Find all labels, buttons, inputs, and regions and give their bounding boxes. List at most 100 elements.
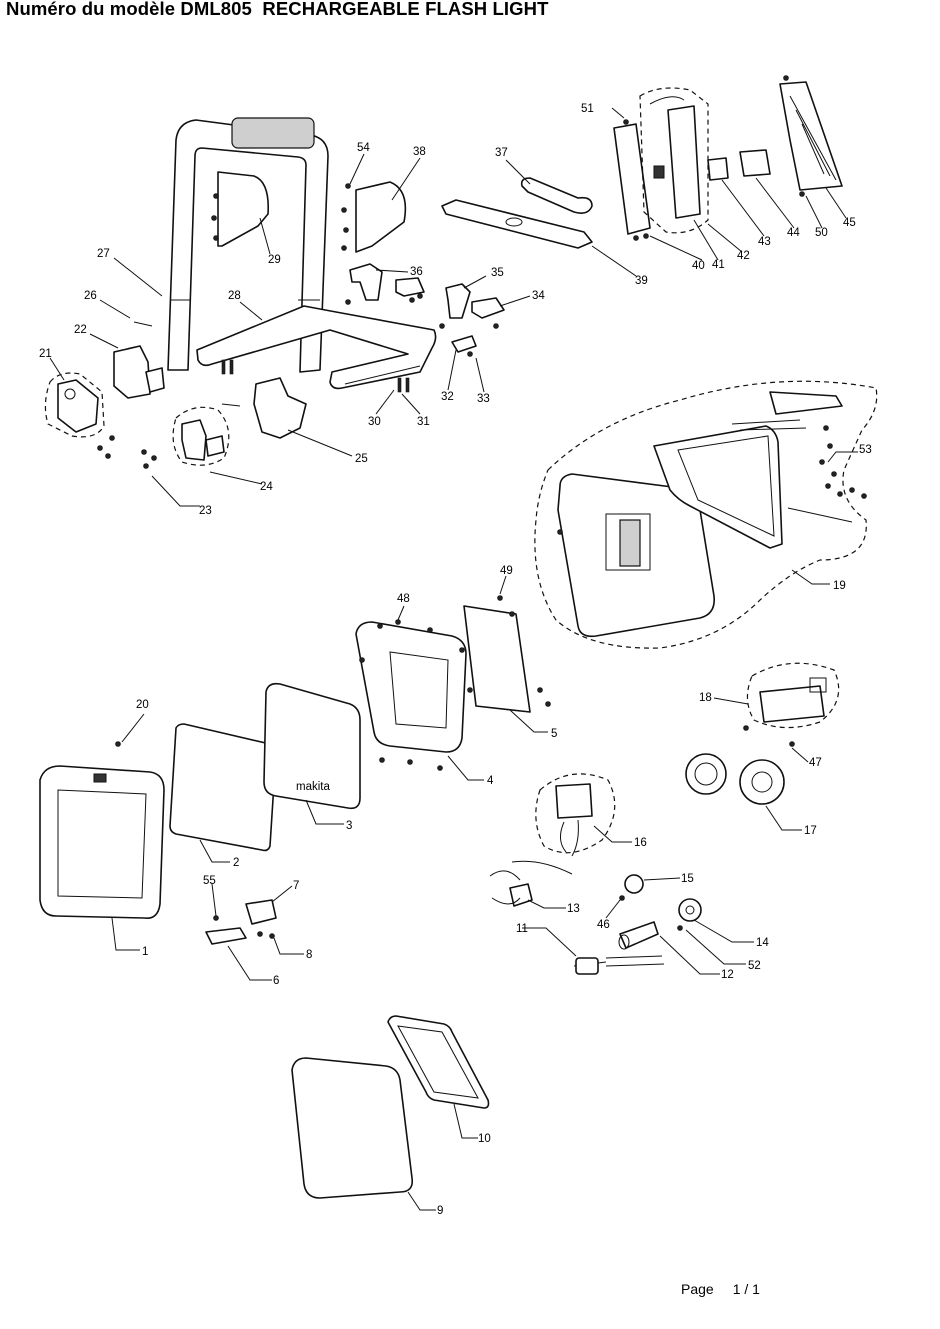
block-part-44	[739, 149, 771, 177]
assembly-outline-42	[639, 87, 709, 234]
knob-part-36	[349, 263, 383, 301]
part-label-19: 19	[833, 580, 846, 592]
led-frame-part-4	[355, 621, 467, 753]
hinge-part-22	[113, 345, 151, 399]
part-label-43: 43	[758, 236, 771, 248]
assembly-outline-18	[746, 662, 840, 729]
sensor-part-16	[555, 783, 593, 819]
gasket-part-2	[169, 723, 277, 852]
part-label-41: 41	[712, 259, 725, 271]
disc-part-15	[624, 874, 644, 894]
part-number-labels: 1 2 3 4 5 6 7 8 9 10 11 12 13 14 15 16 1…	[39, 103, 872, 1217]
part-label-28: 28	[228, 290, 241, 302]
part-label-38: 38	[413, 146, 426, 158]
cover-part-18	[759, 685, 825, 723]
bracket-part-38	[355, 181, 407, 253]
part-label-17: 17	[804, 825, 817, 837]
hinge-part-24	[181, 419, 207, 461]
part-label-6: 6	[273, 975, 279, 987]
part-label-23: 23	[199, 505, 212, 517]
rail-part-39	[441, 199, 593, 249]
part-label-12: 12	[721, 969, 734, 981]
cover-part-40	[613, 123, 651, 235]
part-label-21: 21	[39, 348, 52, 360]
part-label-49: 49	[500, 565, 513, 577]
part-label-7: 7	[293, 880, 299, 892]
part-label-30: 30	[368, 416, 381, 428]
part-label-37: 37	[495, 147, 508, 159]
clip-part-32	[451, 335, 477, 353]
gasket-part-9	[291, 1057, 414, 1199]
part-label-40: 40	[692, 260, 705, 272]
wrench-part-37	[520, 177, 593, 214]
led-board-part-5	[463, 605, 531, 713]
part-label-27: 27	[97, 248, 110, 260]
part-label-45: 45	[843, 217, 856, 229]
part-label-22: 22	[74, 324, 87, 336]
hinge-part-21	[57, 379, 99, 433]
assembly-outline-19	[534, 380, 878, 649]
part-label-2: 2	[233, 857, 239, 869]
part-label-32: 32	[441, 391, 454, 403]
page-label: Page	[681, 1281, 714, 1297]
block-part-43	[707, 157, 729, 181]
part-label-34: 34	[532, 290, 545, 302]
part-label-52: 52	[748, 960, 761, 972]
cord-guard-part-12	[619, 921, 659, 949]
part-label-51: 51	[581, 103, 594, 115]
part-label-8: 8	[306, 949, 312, 961]
part-label-36: 36	[410, 266, 423, 278]
part-label-29: 29	[268, 254, 281, 266]
part-label-10: 10	[478, 1133, 491, 1145]
part-label-50: 50	[815, 227, 828, 239]
part-label-9: 9	[437, 1205, 443, 1217]
knob-part-17a	[685, 753, 727, 795]
part-label-44: 44	[787, 227, 800, 239]
knob-part-17b	[739, 759, 785, 805]
assembly-outline-21	[44, 372, 105, 438]
switch-part-7	[245, 899, 277, 925]
part-label-33: 33	[477, 393, 490, 405]
screw-set	[97, 75, 867, 939]
part-label-18: 18	[699, 692, 712, 704]
part-label-26: 26	[84, 290, 97, 302]
lens-part-3	[263, 682, 361, 810]
hinge-part-22b	[145, 367, 165, 393]
board-part-42	[667, 105, 701, 219]
gasket-part-10	[387, 1015, 490, 1109]
page-title: Numéro du modèle DML805 RECHARGEABLE FLA…	[6, 0, 549, 19]
part-label-42: 42	[737, 250, 750, 262]
hinge-part-24b	[205, 435, 225, 457]
page-number: 1 / 1	[732, 1281, 760, 1297]
strain-relief-part-13	[509, 883, 533, 907]
part-label-13: 13	[567, 903, 580, 915]
top-bracket-part-19	[769, 391, 843, 415]
part-label-5: 5	[551, 728, 557, 740]
part-label-20: 20	[136, 699, 149, 711]
part-label-16: 16	[634, 837, 647, 849]
part-label-39: 39	[635, 275, 648, 287]
knob-part-35	[445, 283, 471, 319]
part-label-54: 54	[357, 142, 370, 154]
assembly-outline-24	[172, 406, 230, 466]
hinge-part-25	[253, 377, 307, 439]
part-label-15: 15	[681, 873, 694, 885]
latch-part-36b	[395, 277, 425, 297]
plate-part-6	[205, 927, 247, 945]
latch-part-34	[471, 297, 505, 319]
part-label-14: 14	[756, 937, 769, 949]
part-label-1: 1	[142, 946, 148, 958]
part-label-53: 53	[859, 444, 872, 456]
part-label-31: 31	[417, 416, 430, 428]
part-label-24: 24	[260, 481, 273, 493]
part-label-46: 46	[597, 919, 610, 931]
part-label-48: 48	[397, 593, 410, 605]
part-label-35: 35	[491, 267, 504, 279]
leader-lines	[49, 107, 858, 1211]
part-label-25: 25	[355, 453, 368, 465]
nut-part-14	[678, 898, 702, 922]
part-label-11: 11	[516, 923, 528, 935]
part-label-55: 55	[203, 875, 216, 887]
assembly-outline-16	[535, 773, 616, 854]
